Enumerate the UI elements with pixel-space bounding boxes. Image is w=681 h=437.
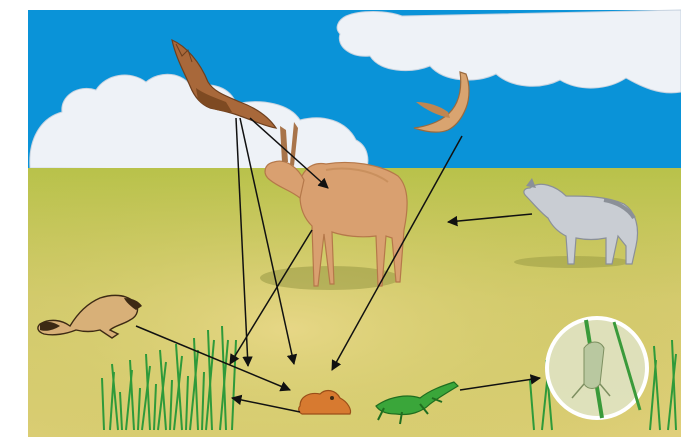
grasshopper-icon	[547, 318, 647, 418]
